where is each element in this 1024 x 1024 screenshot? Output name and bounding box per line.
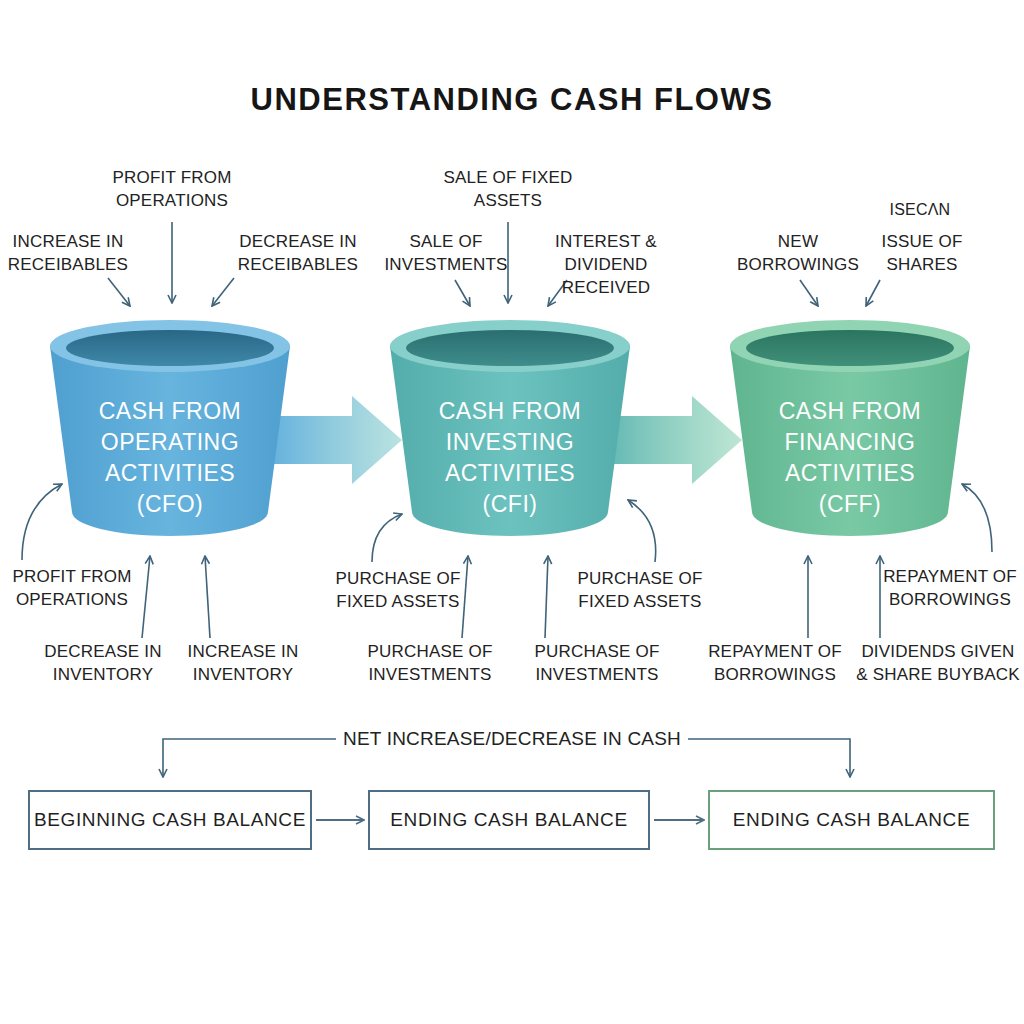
bucket-opening xyxy=(66,330,274,366)
flow-label: ISECΛN xyxy=(860,198,980,221)
bucket-rim xyxy=(390,320,630,372)
balance-box: ENDING CASH BALANCE xyxy=(368,790,650,850)
bucket-text-holder: CASH FROM FINANCING ACTIVITIES (CFF) xyxy=(728,396,972,520)
leader-arrow xyxy=(807,556,809,638)
flow-arrow xyxy=(614,396,742,484)
flow-label: DECREASE IN INVENTORY xyxy=(42,640,164,686)
bucket-body xyxy=(730,346,970,536)
connector-arrow xyxy=(654,819,704,821)
leader-arrow xyxy=(142,556,150,638)
balance-text: ENDING CASH BALANCE xyxy=(390,809,627,831)
leader-arrow xyxy=(879,556,881,638)
bucket-rim xyxy=(730,320,970,372)
bracket-line xyxy=(163,739,336,777)
bucket-text-holder: CASH FROM INVESTING ACTIVITIES (CFI) xyxy=(388,396,632,520)
balance-box: BEGINNING CASH BALANCE xyxy=(28,790,312,850)
leader-arrow xyxy=(800,280,818,306)
bucket-label: CASH FROM FINANCING ACTIVITIES (CFF) xyxy=(762,396,938,520)
flow-label: REPAYMENT OF BORROWINGS xyxy=(880,565,1020,611)
bucket-label: CASH FROM INVESTING ACTIVITIES (CFI) xyxy=(422,396,598,520)
box-text-holder: ENDING CASH BALANCE xyxy=(710,792,993,848)
leader-arrow xyxy=(962,484,992,552)
bucket-body xyxy=(50,346,290,536)
leader-arrow xyxy=(212,278,234,306)
leader-arrow xyxy=(545,556,548,638)
bucket-opening xyxy=(406,330,614,366)
flow-label: NEW BORROWINGS xyxy=(736,230,861,276)
flow-label: PURCHASE OF FIXED ASSETS xyxy=(334,567,462,613)
leader-arrow xyxy=(462,556,468,638)
leader-arrow xyxy=(866,280,880,306)
flow-label: PROFIT FROM OPERATIONS xyxy=(10,565,135,611)
balance-box: ENDING CASH BALANCE xyxy=(708,790,995,850)
bucket-opening xyxy=(746,330,954,366)
flow-label: SALE OF FIXED ASSETS xyxy=(442,166,574,212)
leader-arrow xyxy=(108,278,130,306)
bucket-text-holder: CASH FROM OPERATING ACTIVITIES (CFO) xyxy=(48,396,292,520)
bucket-rim xyxy=(50,320,290,372)
balance-text: BEGINNING CASH BALANCE xyxy=(34,809,306,831)
flow-label: DIVIDENDS GIVEN & SHARE BUYBACK xyxy=(856,640,1020,686)
bracket-line xyxy=(688,739,850,777)
cash-bucket: CASH FROM INVESTING ACTIVITIES (CFI) xyxy=(388,318,632,540)
connector-arrow xyxy=(316,819,364,821)
leader-arrow xyxy=(171,222,173,303)
flow-label: INCREASE IN INVENTORY xyxy=(181,640,305,686)
flow-label: PROFIT FROM OPERATIONS xyxy=(110,166,235,212)
flow-label: REPAYMENT OF BORROWINGS xyxy=(705,640,845,686)
flow-label: SALE OF INVESTMENTS xyxy=(383,230,509,276)
leader-arrow xyxy=(22,484,62,560)
flow-label: INCREASE IN RECEIBABLES xyxy=(6,230,130,276)
box-text-holder: ENDING CASH BALANCE xyxy=(370,792,648,848)
summary-label: NET INCREASE/DECREASE IN CASH xyxy=(302,727,722,750)
flow-label: ISSUE OF SHARES xyxy=(872,230,972,276)
leader-arrow xyxy=(628,500,656,562)
flow-label: DECREASE IN RECEIBABLES xyxy=(236,230,360,276)
diagram-title: UNDERSTANDING CASH FLOWS xyxy=(0,82,1024,118)
bucket-body xyxy=(390,346,630,536)
cash-bucket: CASH FROM FINANCING ACTIVITIES (CFF) xyxy=(728,318,972,540)
cash-bucket: CASH FROM OPERATING ACTIVITIES (CFO) xyxy=(48,318,292,540)
flow-arrow xyxy=(274,396,402,484)
flow-label: INTEREST & DIVIDEND RECEIVED xyxy=(518,230,694,299)
bucket-label: CASH FROM OPERATING ACTIVITIES (CFO) xyxy=(82,396,258,520)
flow-label: PURCHASE OF INVESTMENTS xyxy=(533,640,661,686)
leader-arrow xyxy=(205,556,210,638)
balance-text: ENDING CASH BALANCE xyxy=(733,809,970,831)
leader-arrow xyxy=(455,280,470,306)
box-text-holder: BEGINNING CASH BALANCE xyxy=(30,792,310,848)
leader-arrow xyxy=(372,514,402,562)
flow-label: PURCHASE OF INVESTMENTS xyxy=(366,640,494,686)
flow-label: PURCHASE OF FIXED ASSETS xyxy=(576,567,704,613)
